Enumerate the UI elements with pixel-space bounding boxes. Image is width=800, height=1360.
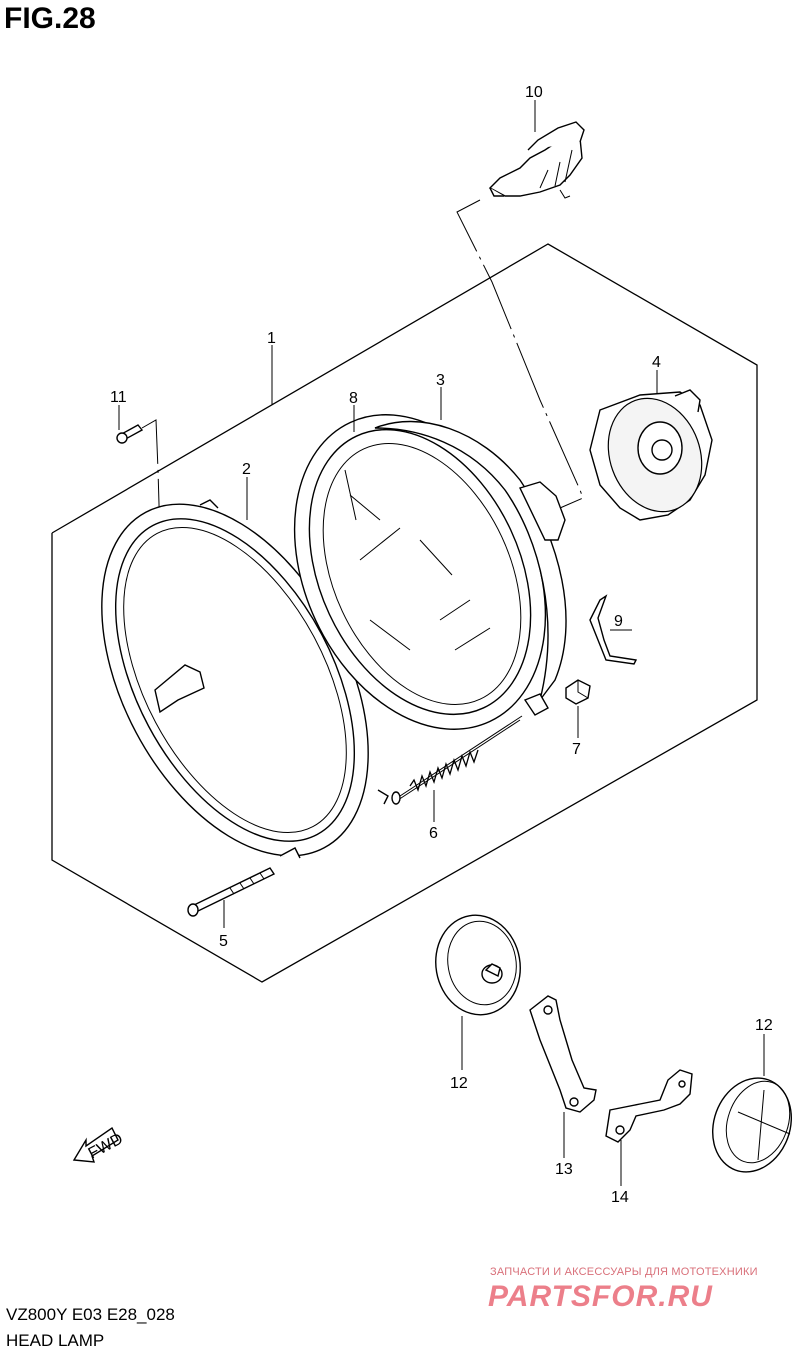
callout-6: 6 <box>429 825 438 842</box>
callout-3: 3 <box>436 372 445 389</box>
callout-14: 14 <box>611 1189 629 1206</box>
figure-title: FIG.28 <box>4 2 96 35</box>
callout-labels: 10 1 11 8 3 4 2 9 7 6 5 12 13 14 12 <box>110 84 773 1206</box>
screw-5-part[interactable] <box>187 867 276 917</box>
callout-11: 11 <box>110 389 127 406</box>
footer-part-name: HEAD LAMP <box>6 1331 105 1350</box>
callout-4: 4 <box>652 354 661 371</box>
callout-13: 13 <box>555 1161 573 1178</box>
lens-unit-part[interactable] <box>246 374 594 770</box>
assembly-outline <box>51 243 758 983</box>
rim-ring-part[interactable] <box>47 460 423 901</box>
bracket-13-part[interactable] <box>529 995 597 1113</box>
bracket-14-part[interactable] <box>605 1069 693 1143</box>
callout-12a: 12 <box>450 1075 468 1092</box>
callout-12b: 12 <box>755 1017 773 1034</box>
adjuster-nut-part[interactable] <box>565 679 591 705</box>
socket-cover-part[interactable] <box>589 385 717 525</box>
spring-part[interactable] <box>391 715 523 805</box>
clip-part[interactable] <box>589 594 638 665</box>
watermark-logo: PARTSFOR.RU <box>488 1280 713 1313</box>
callout-7: 7 <box>572 741 581 758</box>
fwd-arrow-icon: FWD <box>72 1126 126 1163</box>
callout-5: 5 <box>219 933 228 950</box>
bulb-part[interactable] <box>488 121 585 199</box>
cap-12b-part[interactable] <box>700 1067 800 1183</box>
leader-lines <box>118 100 765 1186</box>
housing-shell-part[interactable] <box>374 420 567 716</box>
callout-8: 8 <box>349 390 358 407</box>
callout-2: 2 <box>242 461 251 478</box>
callout-1: 1 <box>267 330 276 347</box>
footer-model-code: VZ800Y E03 E28_028 <box>6 1305 175 1324</box>
callout-10: 10 <box>525 84 543 101</box>
watermark-tagline: ЗАПЧАСТИ И АКСЕССУАРЫ ДЛЯ МОТОТЕХНИКИ <box>490 1266 758 1278</box>
bulb-leader <box>456 199 584 509</box>
grommet-12a-part[interactable] <box>428 908 528 1021</box>
callout-9: 9 <box>614 613 623 630</box>
